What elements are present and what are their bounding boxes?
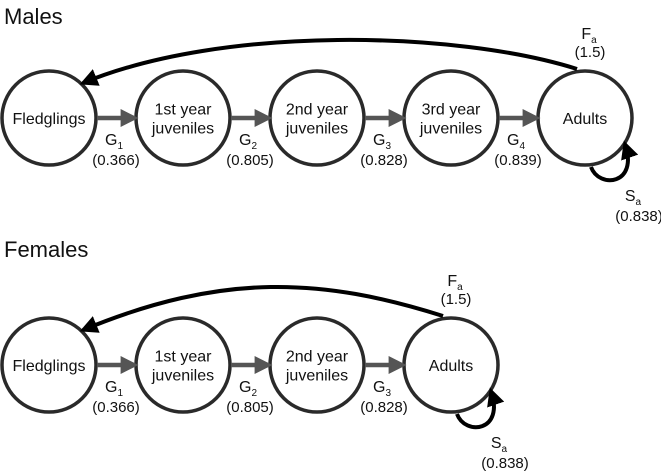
males-transition-symbol-1: G2 xyxy=(239,132,257,152)
females-fecundity-symbol: Fa xyxy=(447,273,463,293)
females-fecundity-value: (1.5) xyxy=(441,291,472,308)
males-transition-symbol-0: G1 xyxy=(105,132,123,152)
females-transition-value-0: (0.366) xyxy=(92,399,140,416)
males-transition-value-0: (0.366) xyxy=(92,152,140,169)
females-title: Females xyxy=(4,237,88,262)
females-survival-symbol: Sa xyxy=(491,435,508,455)
males-title: Males xyxy=(4,4,63,29)
males-node-label-0: Fledglings xyxy=(13,111,86,128)
males-transition-symbol-3: G4 xyxy=(507,132,525,152)
males-transition-symbol-2: G3 xyxy=(373,132,391,152)
males-survival-arrow xyxy=(589,140,639,183)
males-transition-value-3: (0.839) xyxy=(494,152,542,169)
females-transition-value-2: (0.828) xyxy=(360,399,408,416)
males-fecundity-arrow xyxy=(79,37,578,86)
males-transition-value-2: (0.828) xyxy=(360,152,408,169)
females-transition-symbol-0: G1 xyxy=(105,379,123,399)
males-node-label-4: Adults xyxy=(563,111,607,128)
females-fecundity-arrow xyxy=(79,285,444,333)
males-survival-symbol: Sa xyxy=(625,188,642,208)
females-transition-symbol-2: G3 xyxy=(373,379,391,399)
females-node-label-3: Adults xyxy=(429,358,473,375)
males-fecundity-value: (1.5) xyxy=(575,44,606,61)
females-node-0 xyxy=(0,316,98,414)
females-transition-value-1: (0.805) xyxy=(226,399,274,416)
males-fecundity-symbol: Fa xyxy=(581,26,597,46)
females-survival-value: (0.838) xyxy=(481,455,529,472)
males-node-0 xyxy=(0,69,98,167)
females-node-label-0: Fledglings xyxy=(13,358,86,375)
females-transition-symbol-1: G2 xyxy=(239,379,257,399)
females-survival-arrow xyxy=(455,387,505,430)
males-transition-value-1: (0.805) xyxy=(226,152,274,169)
males-survival-value: (0.838) xyxy=(615,208,661,225)
